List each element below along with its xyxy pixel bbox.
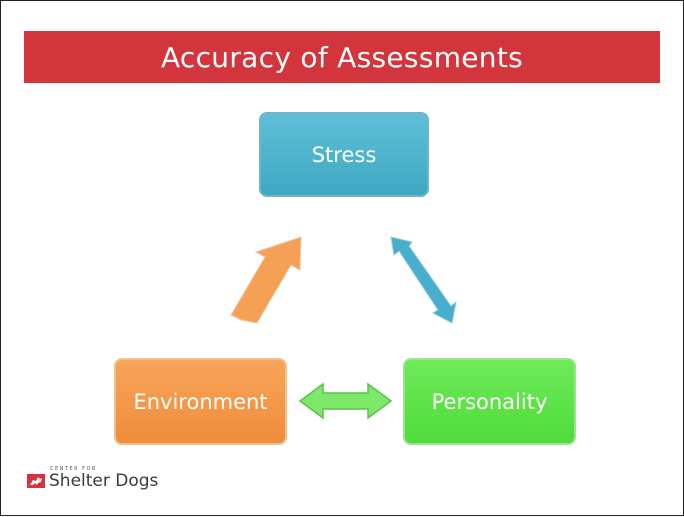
title-bar: Accuracy of Assessments	[24, 31, 660, 83]
stress-personality-arrow	[390, 236, 457, 324]
environment-node: Environment	[114, 358, 287, 445]
stress-node: Stress	[259, 112, 429, 197]
center-for-shelter-dogs-logo: CENTER FOR Shelter Dogs	[27, 467, 158, 490]
logo-main-text: Shelter Dogs	[49, 471, 159, 491]
logo-small-text: CENTER FOR	[50, 466, 97, 472]
slide-title: Accuracy of Assessments	[160, 40, 524, 74]
dog-logo-icon	[27, 473, 45, 488]
stress-label: Stress	[311, 142, 377, 167]
stress-environment-arrow	[230, 236, 302, 324]
environment-personality-arrow	[298, 382, 393, 420]
environment-label: Environment	[133, 389, 268, 414]
personality-label: Personality	[431, 389, 548, 414]
personality-node: Personality	[403, 358, 576, 445]
